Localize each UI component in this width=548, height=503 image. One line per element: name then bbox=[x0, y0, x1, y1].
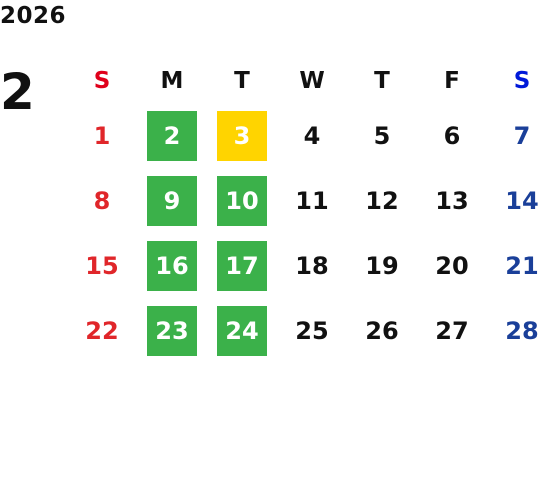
calendar-day-number: 9 bbox=[147, 175, 197, 226]
calendar-day-number: 23 bbox=[147, 305, 197, 356]
calendar-day-number: 7 bbox=[513, 121, 531, 150]
calendar-day-cell[interactable]: 7 bbox=[487, 111, 548, 161]
calendar-day-number: 24 bbox=[217, 305, 267, 356]
calendar-day-cell[interactable]: 15 bbox=[67, 241, 137, 291]
calendar-day-cell[interactable]: 9 bbox=[137, 175, 207, 226]
calendar-day-cell[interactable]: 26 bbox=[347, 306, 417, 356]
weekday-thursday: T bbox=[374, 67, 390, 94]
calendar-day-cell[interactable]: 25 bbox=[277, 306, 347, 356]
weekday-wednesday: W bbox=[299, 67, 325, 94]
calendar-week-row: 15 16 17 18 19 20 21 bbox=[67, 233, 548, 298]
calendar-day-number: 2 bbox=[147, 110, 197, 161]
calendar-day-cell[interactable]: 10 bbox=[207, 175, 277, 226]
calendar-day-cell[interactable]: 11 bbox=[277, 176, 347, 226]
calendar-day-number: 18 bbox=[295, 251, 329, 280]
calendar-day-number: 25 bbox=[295, 316, 329, 345]
calendar-day-cell[interactable]: 6 bbox=[417, 111, 487, 161]
calendar-day-number: 14 bbox=[505, 186, 539, 215]
calendar-day-number: 17 bbox=[217, 240, 267, 291]
calendar-day-cell[interactable]: 27 bbox=[417, 306, 487, 356]
calendar-day-cell[interactable]: 20 bbox=[417, 241, 487, 291]
calendar-day-cell[interactable]: 17 bbox=[207, 240, 277, 291]
weekday-saturday: S bbox=[513, 67, 531, 94]
weekday-friday: F bbox=[444, 67, 460, 94]
calendar-day-number: 12 bbox=[365, 186, 399, 215]
calendar-day-cell[interactable]: 19 bbox=[347, 241, 417, 291]
calendar-day-cell[interactable]: 8 bbox=[67, 176, 137, 226]
calendar-day-number: 27 bbox=[435, 316, 469, 345]
calendar-year: 2026 bbox=[0, 3, 67, 29]
weekday-tuesday: T bbox=[234, 67, 250, 94]
calendar-day-number: 10 bbox=[217, 175, 267, 226]
calendar-day-number: 28 bbox=[505, 316, 539, 345]
calendar-day-cell[interactable]: 2 bbox=[137, 110, 207, 161]
calendar-day-number: 1 bbox=[93, 121, 111, 150]
calendar-day-cell[interactable]: 28 bbox=[487, 306, 548, 356]
calendar-day-cell[interactable]: 3 bbox=[207, 110, 277, 161]
calendar-day-number: 6 bbox=[443, 121, 461, 150]
weekday-monday: M bbox=[160, 67, 184, 94]
calendar-day-cell[interactable]: 16 bbox=[137, 240, 207, 291]
calendar-day-cell[interactable]: 4 bbox=[277, 111, 347, 161]
calendar-day-number: 16 bbox=[147, 240, 197, 291]
calendar-week-row: 8 9 10 11 12 13 14 bbox=[67, 168, 548, 233]
calendar-day-number: 5 bbox=[373, 121, 391, 150]
calendar-day-number: 20 bbox=[435, 251, 469, 280]
calendar-day-cell[interactable]: 1 bbox=[67, 111, 137, 161]
calendar-day-cell[interactable]: 14 bbox=[487, 176, 548, 226]
calendar-day-number: 13 bbox=[435, 186, 469, 215]
calendar-day-number: 8 bbox=[93, 186, 111, 215]
calendar-day-number: 26 bbox=[365, 316, 399, 345]
calendar-month: 2 bbox=[0, 63, 35, 121]
calendar-day-cell[interactable]: 13 bbox=[417, 176, 487, 226]
calendar-day-cell[interactable]: 18 bbox=[277, 241, 347, 291]
calendar-day-number: 15 bbox=[85, 251, 119, 280]
calendar-day-number: 22 bbox=[85, 316, 119, 345]
weekday-sunday: S bbox=[93, 67, 111, 94]
calendar-day-number: 4 bbox=[303, 121, 321, 150]
calendar-day-cell[interactable]: 23 bbox=[137, 305, 207, 356]
calendar-day-number: 19 bbox=[365, 251, 399, 280]
weekday-header-row: S M T W T F S bbox=[67, 58, 548, 103]
calendar-day-cell[interactable]: 12 bbox=[347, 176, 417, 226]
calendar-week-row: 22 23 24 25 26 27 28 bbox=[67, 298, 548, 363]
calendar-day-cell[interactable]: 21 bbox=[487, 241, 548, 291]
calendar-day-number: 3 bbox=[217, 110, 267, 161]
calendar-day-number: 11 bbox=[295, 186, 329, 215]
calendar-day-cell[interactable]: 22 bbox=[67, 306, 137, 356]
calendar-day-number: 21 bbox=[505, 251, 539, 280]
calendar-day-cell[interactable]: 24 bbox=[207, 305, 277, 356]
calendar-day-cell[interactable]: 5 bbox=[347, 111, 417, 161]
